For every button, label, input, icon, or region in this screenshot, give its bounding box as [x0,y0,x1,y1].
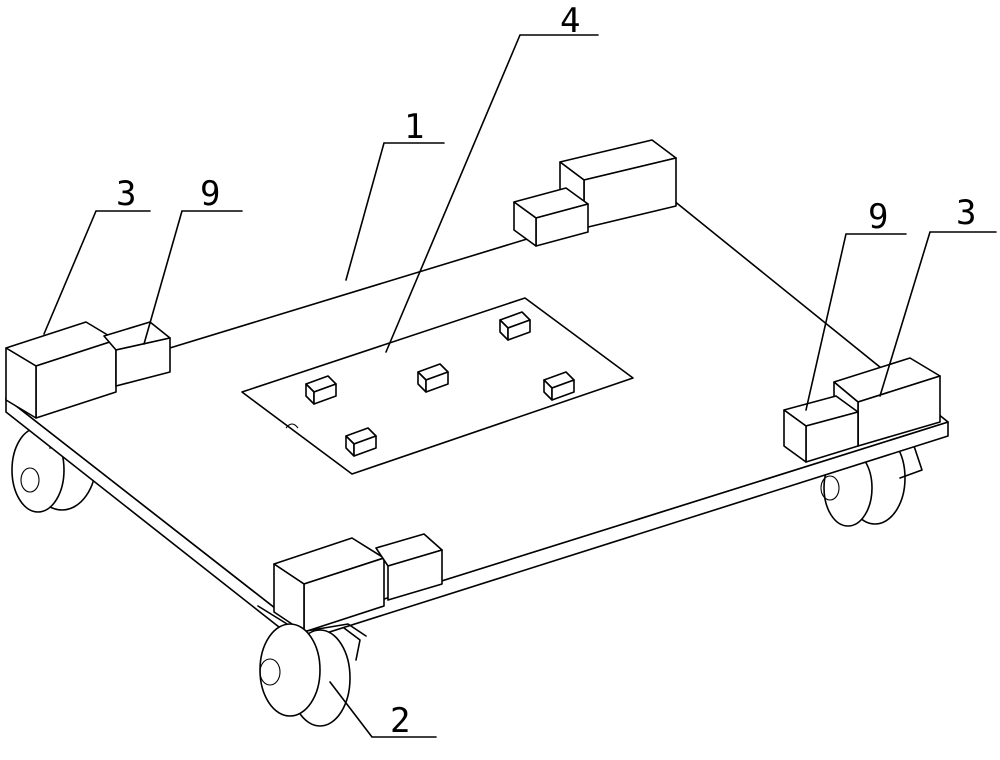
label-caster: 2 [390,701,410,741]
label-board: 4 [560,1,580,41]
label-plate: 1 [404,107,424,147]
label-small-block-right: 9 [868,197,888,237]
label-block-right: 3 [956,193,976,233]
label-small-block-left: 9 [200,174,220,214]
label-block-left: 3 [116,174,136,214]
